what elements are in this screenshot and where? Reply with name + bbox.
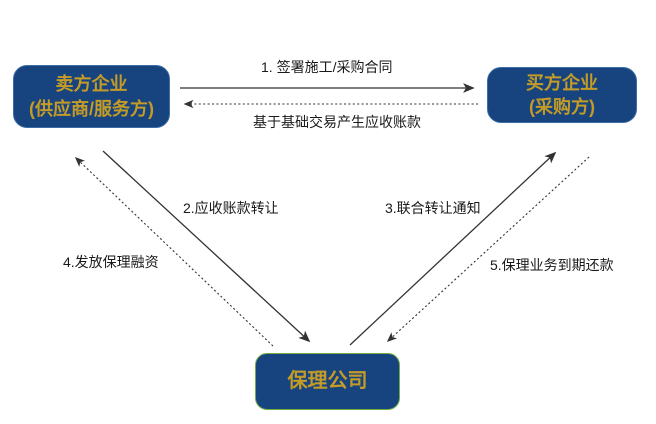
node-seller-subtitle: (供应商/服务方) xyxy=(29,98,154,119)
node-buyer: 买方企业 (采购方) xyxy=(487,67,637,123)
edge-label-receivable-transfer: 2.应收账款转让 xyxy=(183,200,279,216)
arrow-joint-transfer-notice xyxy=(349,151,557,346)
arrow-issue-factoring-financing xyxy=(74,156,274,347)
arrow-maturity-repayment xyxy=(386,156,590,343)
node-seller: 卖方企业 (供应商/服务方) xyxy=(13,65,170,128)
edge-label-maturity-repayment: 5.保理业务到期还款 xyxy=(490,257,614,273)
arrow-receivable-transfer xyxy=(102,150,311,343)
node-buyer-title: 买方企业 xyxy=(526,72,598,93)
node-seller-title: 卖方企业 xyxy=(55,74,128,95)
node-factor-title: 保理公司 xyxy=(287,370,368,392)
node-factoring-company: 保理公司 xyxy=(255,353,400,410)
edge-label-receivable-generated: 基于基础交易产生应收账款 xyxy=(253,114,421,130)
node-buyer-subtitle: (采购方) xyxy=(529,97,595,117)
edge-label-joint-transfer-notice: 3.联合转让通知 xyxy=(385,200,481,216)
edge-label-sign-contract: 1. 签署施工/采购合同 xyxy=(261,59,393,75)
edge-label-issue-factoring-financing: 4.发放保理融资 xyxy=(63,254,159,270)
